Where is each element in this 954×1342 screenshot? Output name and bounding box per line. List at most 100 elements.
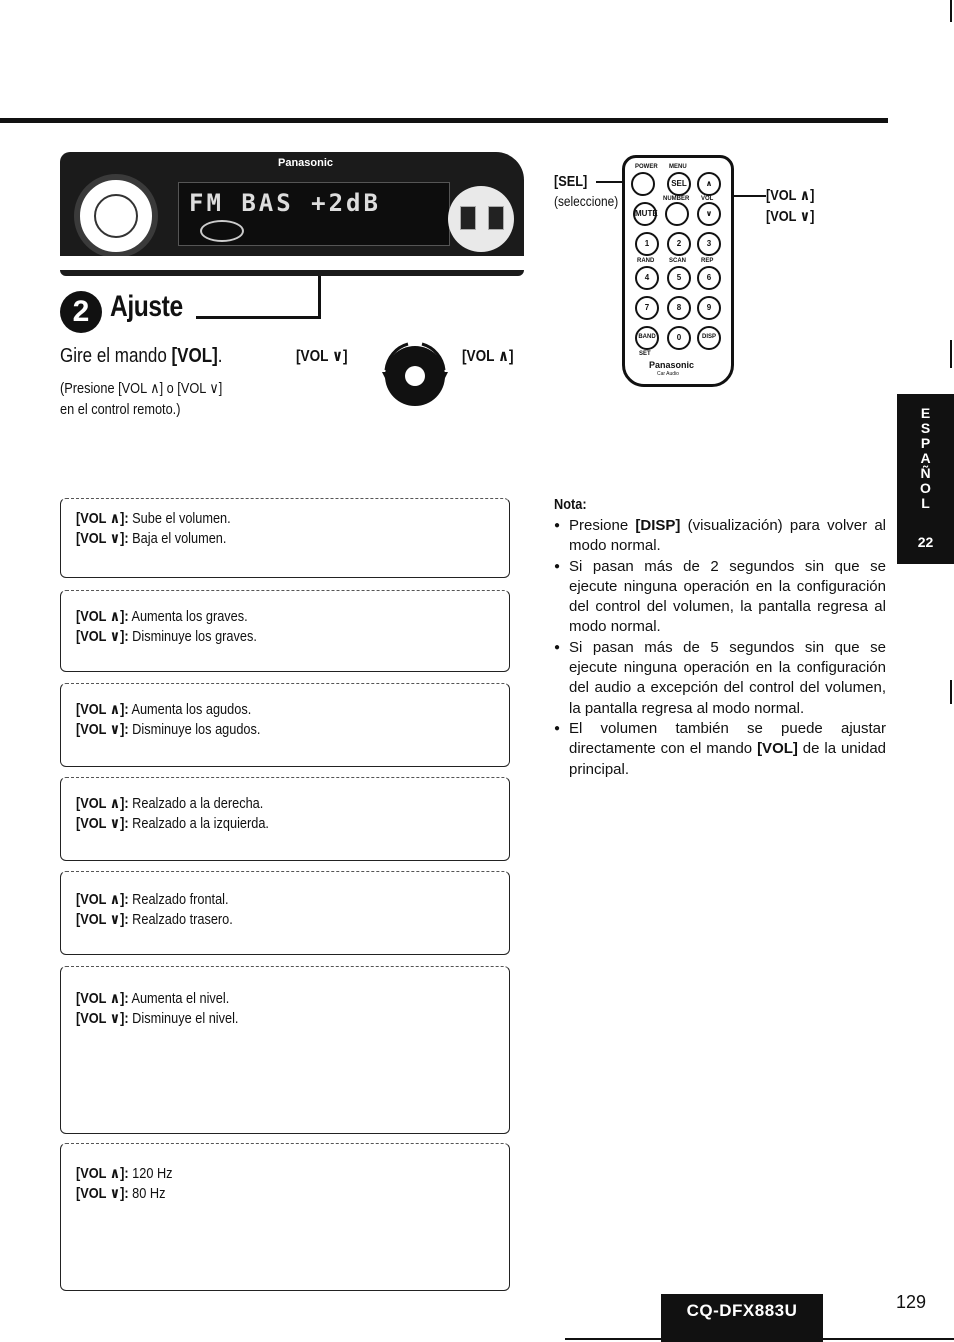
remote-button-7: 7 — [635, 296, 659, 320]
vol-down-key: [VOL ∨]: — [76, 815, 129, 832]
note-item: Presione [DISP] (visualización) para vol… — [554, 516, 886, 557]
note-key: [VOL] — [757, 740, 798, 758]
remote-note-line1: (Presione [VOL ∧] o [VOL ∨] — [60, 380, 223, 397]
vol-down-key: [VOL ∨]: — [76, 628, 129, 645]
vol-down-key: [VOL ∨]: — [76, 721, 129, 738]
vol-up-key: [VOL ∧]: — [76, 608, 129, 625]
vol-up-text: Aumenta los graves. — [128, 608, 248, 625]
knob-center — [94, 194, 138, 238]
head-unit-control-pad — [448, 186, 514, 252]
side-tab-letter: P — [920, 435, 931, 451]
remote-vol-down-button: ∨ — [697, 202, 721, 226]
frequency-box: [VOL ∧]: 120 Hz [VOL ∨]: 80 Hz — [60, 1143, 510, 1291]
vol-up-text: Realzado frontal. — [128, 891, 229, 908]
level-box: [VOL ∧]: Aumenta el nivel. [VOL ∨]: Dism… — [60, 966, 510, 1134]
remote-button-9: 9 — [697, 296, 721, 320]
vol-up-key: [VOL ∧]: — [76, 1165, 129, 1182]
head-unit-bottom-strip — [60, 256, 524, 270]
note-title: Nota: — [554, 496, 587, 513]
remote-note-line2: en el control remoto.) — [60, 401, 181, 418]
vol-up-key: [VOL ∧]: — [76, 891, 129, 908]
remote-button-6: 6 — [697, 266, 721, 290]
side-tab-page: 22 — [917, 534, 934, 550]
side-tab-letters: E S P A Ñ O L — [897, 406, 954, 511]
remote-vol-up-label: [VOL ∧] — [766, 187, 815, 204]
vol-down-key: [VOL ∨]: — [76, 911, 129, 928]
remote-button-0: 0 — [667, 326, 691, 350]
vol-up-text: 120 Hz — [128, 1165, 173, 1182]
instruction-suffix: . — [217, 345, 223, 367]
vol-pointer-line — [720, 195, 766, 197]
remote-label-vol: VOL — [701, 196, 714, 202]
treble-box: [VOL ∧]: Aumenta los agudos. [VOL ∨]: Di… — [60, 683, 510, 767]
vol-down-key: [VOL ∨]: — [76, 530, 129, 547]
remote-disp-button: DISP — [697, 326, 721, 350]
remote-button-3: 3 — [697, 232, 721, 256]
remote-vol-up-button: ∧ — [697, 172, 721, 196]
remote-label-scan: SCAN — [669, 258, 687, 264]
side-tab-letter: Ñ — [920, 465, 931, 481]
remote-sel-button: SEL — [667, 172, 691, 196]
note-list: Presione [DISP] (visualización) para vol… — [554, 516, 886, 780]
note-item: Si pasan más de 5 segundos sin que se ej… — [554, 638, 886, 719]
side-tab-letter: S — [920, 420, 931, 436]
remote-brand: Panasonic — [649, 360, 695, 370]
note-text: de la unidad principal. — [569, 740, 887, 778]
remote-instruction: (Presione [VOL ∧] o [VOL ∨] en el contro… — [60, 378, 222, 420]
vol-down-key: [VOL ∨]: — [76, 1185, 129, 1202]
rotate-knob-icon — [382, 342, 448, 406]
vol-down-text: Realzado a la izquierda. — [128, 815, 269, 832]
remote-label-menu: MENU — [669, 164, 687, 170]
vol-up-text: Aumenta los agudos. — [128, 701, 252, 718]
margin-tick — [950, 0, 952, 22]
note-item: Si pasan más de 2 segundos sin que se ej… — [554, 557, 886, 638]
remote-label-set: SET — [639, 351, 651, 357]
instruction-prefix: Gire el mando — [60, 345, 172, 367]
step-number-badge: 2 — [60, 291, 102, 333]
side-tab-letter: O — [920, 480, 931, 496]
page-number: 129 — [896, 1292, 927, 1312]
volume-knob — [74, 174, 158, 258]
sel-label: [SEL] — [554, 173, 588, 190]
vol-down-text: Disminuye el nivel. — [128, 1010, 239, 1027]
remote-mute-button: MUTE — [633, 202, 658, 226]
vol-down-text: Baja el volumen. — [128, 530, 227, 547]
model-number: CQ-DFX883U — [661, 1294, 823, 1342]
bottom-rule — [565, 1338, 954, 1340]
margin-tick — [950, 680, 952, 704]
side-tab-letter: E — [920, 405, 931, 421]
remote-button-4: 4 — [635, 266, 659, 290]
note-text: Presione — [569, 517, 636, 534]
knob-right-label: [VOL ∧] — [462, 348, 514, 365]
vol-up-text: Realzado a la derecha. — [128, 795, 264, 812]
vol-down-text: Realzado trasero. — [128, 911, 233, 928]
callout-line — [318, 276, 321, 318]
vol-down-text: 80 Hz — [128, 1185, 166, 1202]
side-tab-letter: A — [920, 450, 931, 466]
vol-down-text: Disminuye los agudos. — [128, 721, 261, 738]
note-text: El volumen también se puede ajustar dire… — [569, 719, 886, 758]
remote-label-rand: RAND — [637, 258, 655, 264]
callout-line — [196, 316, 321, 319]
note-text: (visualización) para volver al modo norm… — [569, 517, 886, 555]
pad-left-button — [460, 206, 476, 230]
head-unit-illustration: Panasonic FM BAS +2dB — [60, 152, 524, 276]
fader-box: [VOL ∧]: Realzado frontal. [VOL ∨]: Real… — [60, 871, 510, 955]
vol-up-key: [VOL ∧]: — [76, 510, 129, 527]
remote-button-2: 2 — [667, 232, 691, 256]
top-rule — [0, 118, 888, 123]
remote-label-number: NUMBER — [663, 196, 690, 202]
margin-tick — [950, 340, 952, 368]
knob-left-label: [VOL ∨] — [296, 348, 348, 365]
remote-button-1: 1 — [635, 232, 659, 256]
remote-button-5: 5 — [667, 266, 691, 290]
side-tab-letter: L — [921, 495, 930, 511]
instruction-text: Gire el mando [VOL]. — [60, 345, 222, 368]
balance-box: [VOL ∧]: Realzado a la derecha. [VOL ∨]:… — [60, 777, 510, 861]
instruction-key: [VOL] — [171, 345, 218, 367]
display-text: FM BAS +2dB — [189, 189, 381, 217]
note-key: [DISP] — [635, 517, 681, 534]
remote-label-rep: REP — [701, 258, 714, 264]
remote-band-button: BAND — [635, 326, 659, 350]
remote-power-button — [631, 172, 655, 196]
